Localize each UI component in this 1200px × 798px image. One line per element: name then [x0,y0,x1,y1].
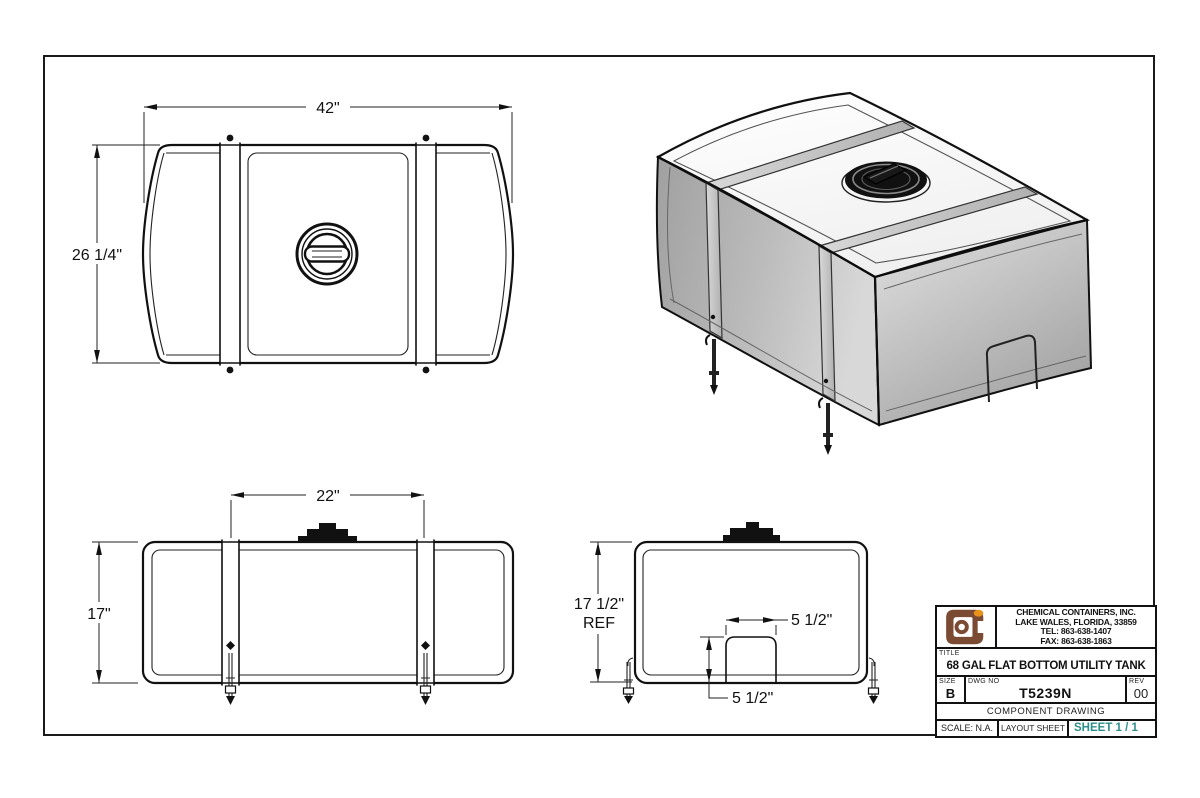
rev-cell: REV 00 [1127,677,1155,702]
isometric-view [655,91,1093,455]
front-left-molding [149,152,220,356]
company-name: CHEMICAL CONTAINERS, INC. [1016,606,1136,617]
end-height-dimension: 17 1/2" REF [570,541,632,683]
size-value: B [945,686,956,702]
title-block: CHEMICAL CONTAINERS, INC. LAKE WALES, FL… [935,605,1157,738]
iso-top-molding [672,104,1072,264]
title-block-header: CHEMICAL CONTAINERS, INC. LAKE WALES, FL… [937,607,1155,648]
sheet-number: SHEET 1 / 1 [1074,722,1138,734]
dwg-no-cell: DWG NO T5239N [966,677,1127,702]
size-cell: SIZE B [937,677,966,702]
iso-long-face-molding [666,166,873,412]
iso-jbolt-front [705,334,719,395]
rev-value: 00 [1133,686,1149,702]
title-label: TITLE [939,650,960,658]
iso-silhouette [656,155,1089,427]
end-view: 17 1/2" REF 5 1/2" 5 1/2" [570,522,880,707]
iso-sump-outline [985,334,1038,403]
side-strap-right [416,539,435,705]
side-jbolt-left [224,653,237,705]
front-width-dim-text: 42" [316,100,339,117]
front-center-molding [247,152,409,356]
iso-strap-rear [817,186,1039,455]
drawing-type: COMPONENT DRAWING [937,702,1155,719]
scale-text: SCALE: N.A. [937,721,999,736]
company-fax: FAX: 863-638-1863 [1040,635,1112,646]
front-drain-fitting [295,222,359,286]
iso-jbolt-rear [818,397,833,455]
front-height-dimension: 26 1/4" [66,144,160,364]
front-right-molding [436,152,507,356]
iso-end-face-molding [883,233,1087,412]
end-height-dim-text: 17 1/2" [574,596,624,613]
side-height-dimension: 17" [80,541,138,684]
company-tel: TEL: 863-638-1407 [1040,626,1112,637]
end-sump-height-dimension: 5 1/2" [700,636,773,707]
end-sump-height-dim-text: 5 1/2" [732,690,773,707]
end-sump-width-dim-text: 5 1/2" [791,612,832,629]
size-label: SIZE [939,678,956,686]
company-logo [937,607,997,648]
side-strap-dimension: 22" [230,485,425,538]
front-strap-left [219,134,241,374]
side-strap-left [221,539,240,705]
side-fill-cap [298,523,357,542]
side-tank-outline [141,540,515,685]
end-tank-molding [642,549,860,676]
end-height-ref-text: REF [583,615,615,632]
iso-strap-front [704,120,916,395]
dwg-no-label: DWG NO [968,678,1000,686]
end-fill-cap [723,522,780,542]
side-height-dim-text: 17" [87,606,110,623]
iso-fill-cap [841,161,931,203]
layout-sheet-text: LAYOUT SHEET [999,721,1069,736]
front-width-dimension: 42" [143,97,513,203]
rev-label: REV [1129,678,1145,686]
dwg-no-value: T5239N [1019,685,1072,702]
front-height-dim-text: 26 1/4" [72,247,122,264]
end-sump-width-dimension: 5 1/2" [725,612,832,635]
cci-logo-icon [946,609,984,645]
company-info: CHEMICAL CONTAINERS, INC. LAKE WALES, FL… [997,607,1155,647]
side-jbolt-right [419,653,432,705]
size-dwg-rev-row: SIZE B DWG NO T5239N REV 00 [937,675,1155,702]
side-view: 22" 17" [80,485,515,705]
side-tank-molding [151,549,505,676]
title-row: TITLE 68 GAL FLAT BOTTOM UTILITY TANK [937,647,1155,675]
end-jbolt-right [867,657,880,704]
end-jbolt-left [622,657,635,704]
front-strap-right [415,134,437,374]
front-view: 42" 26 1/4" [66,97,515,374]
company-address: LAKE WALES, FLORIDA, 33859 [1015,616,1137,627]
front-tank-outline [141,143,515,365]
scale-row: SCALE: N.A. LAYOUT SHEET SHEET 1 / 1 [937,719,1155,736]
end-sump-outline [725,636,777,683]
side-strap-dim-text: 22" [316,488,339,505]
drawing-title: 68 GAL FLAT BOTTOM UTILITY TANK [946,660,1146,673]
